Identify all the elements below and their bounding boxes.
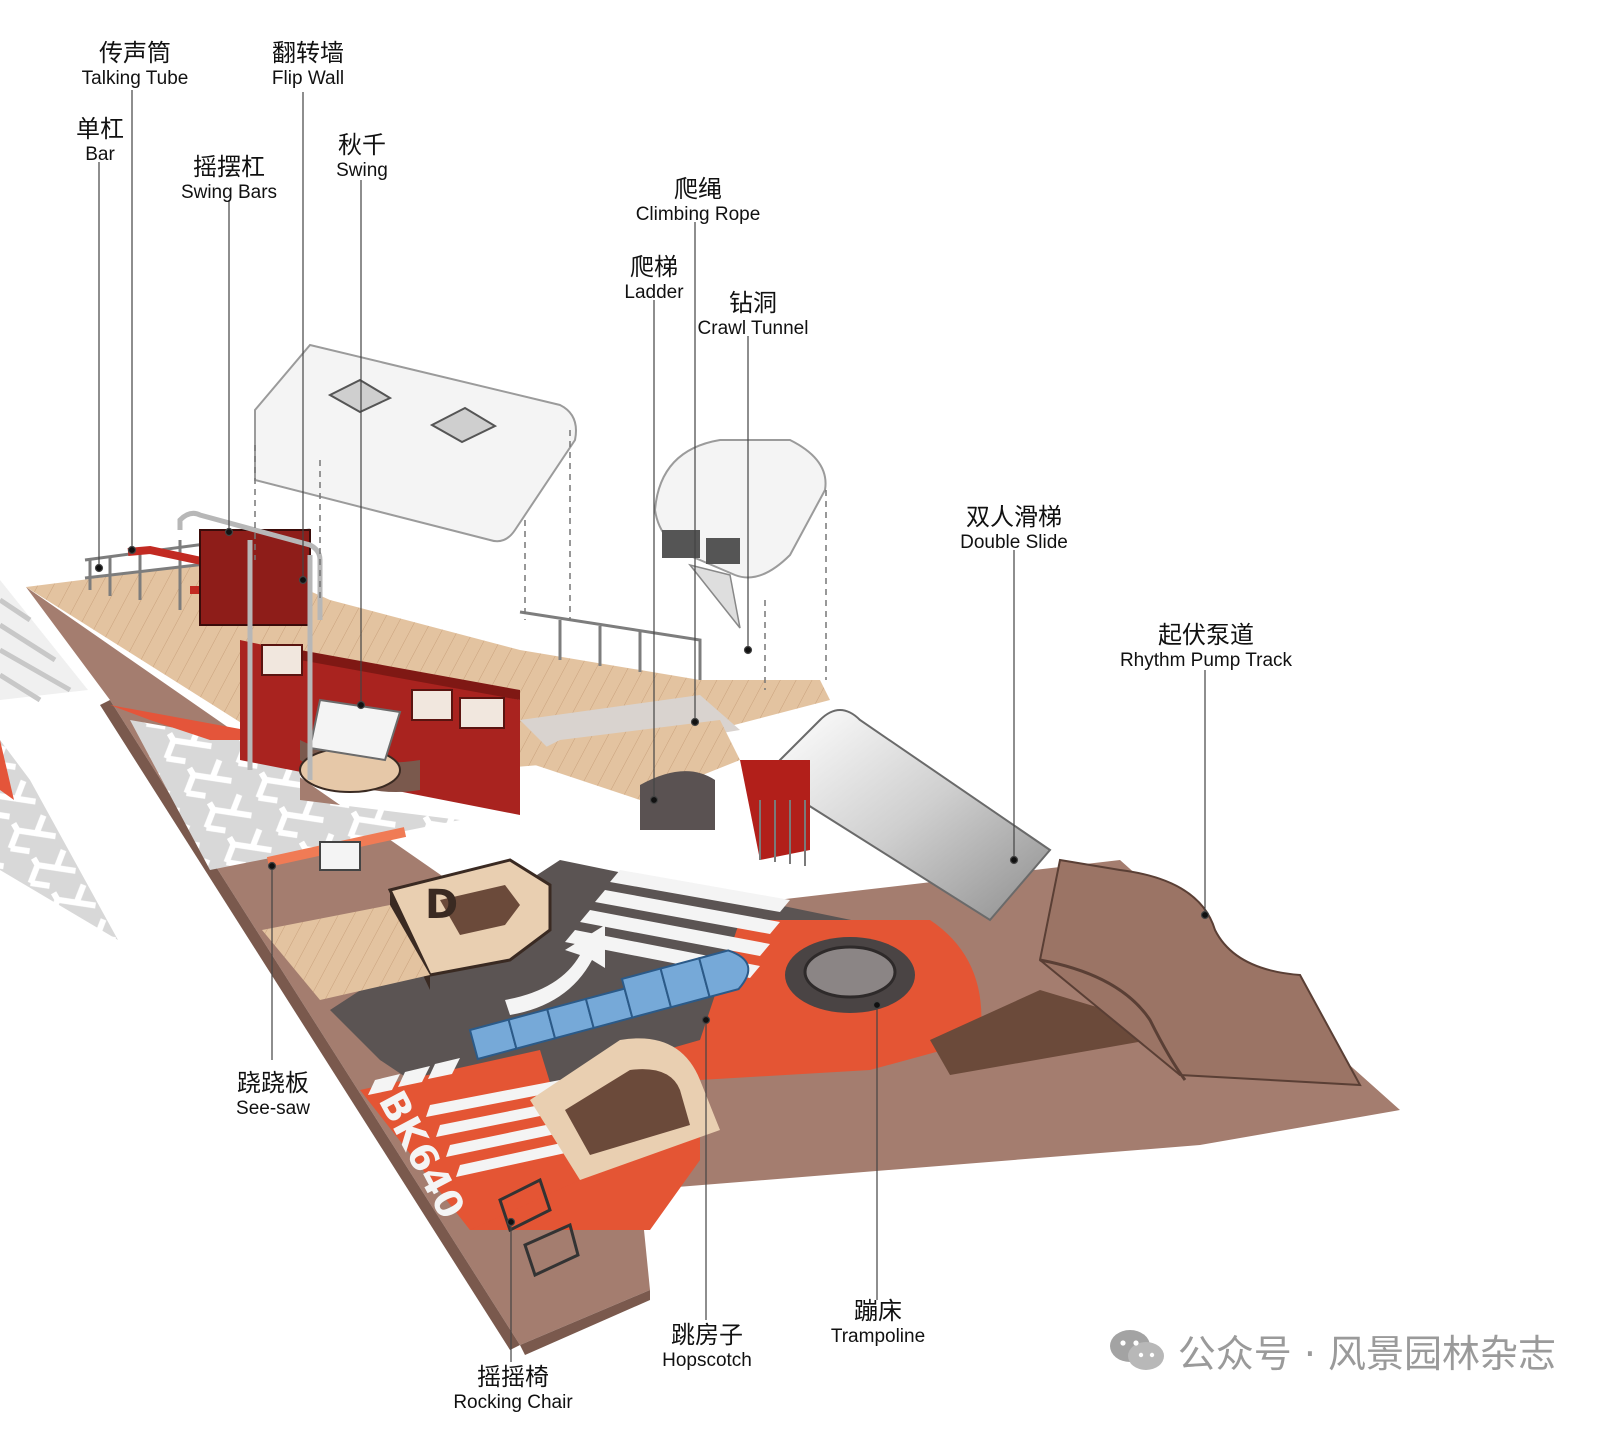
runway-stripes [368,1058,575,1177]
double-slide [740,709,1052,922]
tiled-walkway [130,720,460,870]
label-rhythm-pump-track: 起伏泵道 Rhythm Pump Track [1119,621,1293,671]
label-trampoline: 蹦床 Trampoline [830,1297,926,1347]
pump-track [1038,858,1362,1087]
label-bar: 单杠 Bar [76,115,124,165]
label-flip-wall: 翻转墙 Flip Wall [271,39,345,89]
label-swing: 秋千 Swing [336,131,388,181]
label-crawl-tunnel: 钻洞 Crawl Tunnel [697,289,809,339]
sandbox-1 [530,1038,720,1180]
watermark: 公众号 · 风景园林杂志 [1108,1323,1556,1378]
label-see-saw: 跷跷板 See-saw [236,1069,310,1119]
sandbox-2 [930,990,1150,1075]
ground-deck [262,905,430,1000]
label-swing-bars: 摇摆杠 Swing Bars [180,153,278,203]
trampoline [785,937,915,1013]
label-talking-tube: 传声筒 Talking Tube [81,39,189,89]
ramp-and-stairs [520,695,740,830]
label-hopscotch: 跳房子 Hopscotch [662,1321,752,1371]
leader-lines [94,90,1210,1362]
see-saw [266,827,407,871]
swing-bars-frame [177,510,323,780]
wechat-icon [1109,1329,1164,1370]
label-climbing-rope: 爬绳 Climbing Rope [635,175,761,225]
hopscotch-grid [468,949,750,1061]
swing-seat [308,698,402,762]
roof-canopy [254,343,577,620]
d-letter: D [425,882,459,928]
label-ladder: 爬梯 Ladder [624,253,684,303]
tunnel-hood [653,439,827,690]
label-rocking-chair: 摇摇椅 Rocking Chair [453,1363,573,1413]
watermark-text: 公众号 · 风景园林杂志 [1177,1332,1556,1376]
direction-arrow [505,925,605,1015]
rocking-chairs [498,1177,580,1278]
label-double-slide: 双人滑梯 Double Slide [960,503,1068,553]
left-pavement [0,580,118,940]
